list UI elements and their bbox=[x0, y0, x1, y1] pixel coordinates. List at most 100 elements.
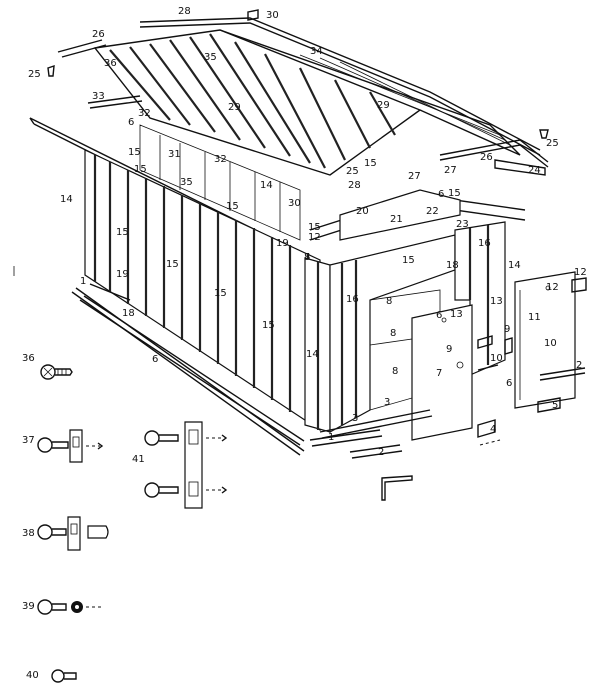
label-29-left: 29 bbox=[228, 102, 241, 113]
label-25-mid: 25 bbox=[346, 166, 359, 177]
label-15-c: 15 bbox=[134, 164, 147, 175]
label-14-right: 14 bbox=[508, 260, 521, 271]
screw-37 bbox=[37, 429, 104, 463]
door-left bbox=[411, 304, 473, 441]
label-3-b: 3 bbox=[352, 413, 358, 424]
roof-screw-25-left bbox=[47, 64, 55, 77]
label-32-top: 32 bbox=[138, 108, 151, 119]
label-8-d: 8 bbox=[392, 366, 398, 377]
screw-36 bbox=[40, 364, 73, 380]
label-39: 39 bbox=[22, 601, 35, 612]
label-27-a: 27 bbox=[444, 165, 457, 176]
roof-screw-25-right bbox=[539, 129, 549, 139]
label-6-floor: 6 bbox=[152, 354, 158, 365]
door-right bbox=[514, 271, 576, 409]
label-26-right: 26 bbox=[480, 152, 493, 163]
label-33: 33 bbox=[92, 91, 105, 102]
label-13-a: 13 bbox=[490, 296, 503, 307]
label-11: 11 bbox=[528, 312, 541, 323]
roof-clip-30 bbox=[247, 9, 259, 21]
back-wall-panels bbox=[139, 124, 301, 241]
label-1-b: 1 bbox=[328, 432, 334, 443]
label-35-roof: 35 bbox=[204, 52, 217, 63]
label-21: 21 bbox=[390, 214, 403, 225]
label-36-roof: 36 bbox=[104, 58, 117, 69]
label-25-left: 25 bbox=[28, 69, 41, 80]
label-28-mid: 28 bbox=[348, 180, 361, 191]
roof-assembly bbox=[57, 17, 549, 176]
label-7: 7 bbox=[436, 368, 442, 379]
label-14-mid: 14 bbox=[260, 180, 273, 191]
label-23: 23 bbox=[456, 219, 469, 230]
label-24: 24 bbox=[528, 165, 541, 176]
label-14-front: 14 bbox=[306, 349, 319, 360]
label-40: 40 bbox=[26, 670, 39, 681]
label-15-i: 15 bbox=[166, 259, 179, 270]
label-22: 22 bbox=[426, 206, 439, 217]
support-bracket bbox=[381, 475, 413, 501]
label-26: 26 bbox=[92, 29, 105, 40]
label-36: 36 bbox=[22, 353, 35, 364]
label-6-right: 6 bbox=[438, 189, 444, 200]
label-12-mid: 12 bbox=[308, 232, 321, 243]
label-15-a: 15 bbox=[128, 147, 141, 158]
label-12-right: 12 bbox=[574, 267, 587, 278]
label-9-a: 9 bbox=[504, 324, 510, 335]
label-20: 20 bbox=[356, 206, 369, 217]
screw-40 bbox=[51, 669, 77, 683]
label-6-corner: 6 bbox=[506, 378, 512, 389]
label-10-b: 10 bbox=[490, 353, 503, 364]
part-labels: 28 30 26 34 25 36 35 33 29 29 32 6 25 15… bbox=[22, 6, 587, 681]
label-15-g: 15 bbox=[116, 227, 129, 238]
label-32-mid: 32 bbox=[214, 154, 227, 165]
label-2-b: 2 bbox=[378, 447, 384, 458]
label-14-left: 14 bbox=[60, 194, 73, 205]
label-18-a: 18 bbox=[446, 260, 459, 271]
label-5: 5 bbox=[552, 400, 558, 411]
label-8-c: 8 bbox=[390, 328, 396, 339]
label-10-a: 10 bbox=[544, 338, 557, 349]
label-1-a: 1 bbox=[80, 276, 86, 287]
label-12-door: 12 bbox=[546, 282, 559, 293]
screw-41-assembly bbox=[144, 421, 228, 509]
screw-38 bbox=[37, 516, 109, 551]
label-3-a: 3 bbox=[384, 397, 390, 408]
label-13-b: 13 bbox=[450, 309, 463, 320]
label-16-b: 16 bbox=[346, 294, 359, 305]
label-19-b: 19 bbox=[116, 269, 129, 280]
label-28: 28 bbox=[178, 6, 191, 17]
door-hardware bbox=[477, 277, 587, 446]
label-19-a: 19 bbox=[276, 238, 289, 249]
label-8-b: 8 bbox=[386, 296, 392, 307]
label-15-f: 15 bbox=[308, 222, 321, 233]
label-9-b: 9 bbox=[446, 344, 452, 355]
label-27-b: 27 bbox=[408, 171, 421, 182]
label-4: 4 bbox=[490, 424, 496, 435]
label-15-d: 15 bbox=[448, 188, 461, 199]
label-41: 41 bbox=[132, 454, 145, 465]
label-29-right: 29 bbox=[377, 100, 390, 111]
label-35-mid: 35 bbox=[180, 177, 193, 188]
label-31: 31 bbox=[168, 149, 181, 160]
label-15-k: 15 bbox=[262, 320, 275, 331]
label-25-right: 25 bbox=[546, 138, 559, 149]
label-6-door: 6 bbox=[436, 310, 442, 321]
label-15-e: 15 bbox=[226, 201, 239, 212]
floor-frame bbox=[71, 283, 586, 459]
label-34: 34 bbox=[310, 46, 323, 57]
label-30-mid: 30 bbox=[288, 198, 301, 209]
label-15-h: 15 bbox=[402, 255, 415, 266]
label-16-a: 16 bbox=[478, 238, 491, 249]
label-8-a: 8 bbox=[304, 252, 310, 263]
label-18-b: 18 bbox=[122, 308, 135, 319]
label-2-a: 2 bbox=[576, 360, 582, 371]
label-15-b: 15 bbox=[364, 158, 377, 169]
label-15-j: 15 bbox=[214, 288, 227, 299]
label-30: 30 bbox=[266, 10, 279, 21]
label-6-top: 6 bbox=[128, 117, 134, 128]
screw-39 bbox=[37, 599, 102, 615]
front-wall-panels bbox=[84, 149, 331, 433]
label-37: 37 bbox=[22, 435, 35, 446]
label-38: 38 bbox=[22, 528, 35, 539]
